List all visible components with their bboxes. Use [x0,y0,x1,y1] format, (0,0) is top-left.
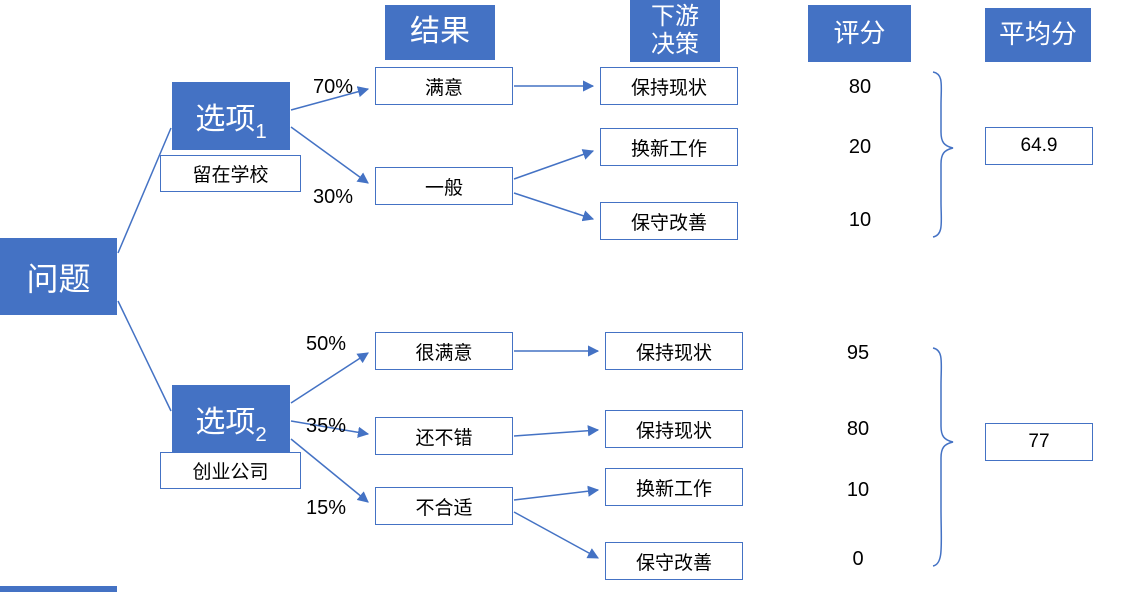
option2-decision3-box: 换新工作 [605,468,743,506]
option2-subtitle-box: 创业公司 [160,452,301,489]
header-downstream-line2: 决策 [651,31,699,58]
option2-decision2-box: 保持现状 [605,410,743,448]
option1-outcome2-label: 一般 [424,177,463,199]
option2-decision2-label: 保持现状 [635,420,712,442]
header-score: 评分 [808,5,911,62]
option2-decision4-box: 保守改善 [605,542,743,580]
option2-score1: 95 [846,342,870,364]
option1-subtitle: 留在学校 [192,165,269,186]
option1-score2: 20 [848,136,872,158]
option2-decision4-label: 保守改善 [635,552,712,574]
option2-outcome1-label: 很满意 [415,342,473,364]
option1-decision2-label: 换新工作 [630,138,707,160]
option2-decision1-box: 保持现状 [605,332,743,370]
header-average-label: 平均分 [998,19,1077,50]
option1-branch1-probability: 70% [313,76,354,98]
option1-subtitle-box: 留在学校 [160,155,301,192]
option1-average-value: 64.9 [1020,135,1058,156]
option2-outcome1-box: 很满意 [375,332,513,370]
option2-outcome3-box: 不合适 [375,487,513,525]
header-downstream-line1: 下游 [651,3,699,31]
option2-average-box: 77 [985,423,1093,461]
option1-decision1-label: 保持现状 [630,77,707,99]
option2-branch1-probability: 50% [306,333,347,355]
option1-outcome1-label: 满意 [424,77,463,99]
option2-decision3-label: 换新工作 [635,478,712,500]
option2-outcome2-label: 还不错 [415,427,473,449]
header-result-label: 结果 [410,15,470,49]
option2-title: 选项 [195,406,256,439]
option1-score3: 10 [848,209,872,231]
option1-outcome1-box: 满意 [375,67,513,105]
clipped-node-bottom [0,586,117,592]
option2-outcome2-box: 还不错 [375,417,513,455]
option2-branch3-probability: 15% [306,497,347,519]
connector-outcome3-decision4b [513,511,599,559]
option1-decision3-box: 保守改善 [600,202,738,240]
root-node: 问题 [0,238,117,315]
option1-outcome2-box: 一般 [375,167,513,205]
connector-option2-outcome1 [290,352,369,404]
option2-score3: 10 [846,479,870,501]
option2-branch2-probability: 35% [306,415,347,437]
brace-option1 [932,71,954,238]
option1-decision3-label: 保守改善 [630,212,707,234]
connector-option1-outcome2 [290,126,369,184]
header-score-label: 评分 [833,17,886,48]
connector-outcome2-decision3 [513,192,595,222]
connector-root-option2 [117,300,172,412]
option1-decision2-box: 换新工作 [600,128,738,166]
option2-number: 2 [255,424,267,446]
connector-root-option1 [117,127,172,254]
connector-option2-outcome2 [290,420,370,438]
option2-score2: 80 [846,418,870,440]
option2-outcome3-label: 不合适 [415,497,473,519]
connector-outcome3-decision3b [513,485,600,501]
option2-average-value: 77 [1028,431,1050,452]
connector-option2-outcome3 [290,438,369,503]
connector-option1-outcome1 [290,86,370,111]
option1-branch2-probability: 30% [313,186,354,208]
header-result: 结果 [385,5,495,60]
brace-option2 [932,347,954,567]
connector-outcome2-decision2b [513,425,600,437]
option1-title: 选项 [195,103,256,136]
header-downstream-decision: 下游 决策 [630,0,720,62]
connector-outcome2-decision2 [513,149,595,180]
option2-decision1-label: 保持现状 [635,342,712,364]
header-average: 平均分 [985,8,1091,62]
option1-average-box: 64.9 [985,127,1093,165]
option1-number: 1 [255,121,267,143]
option1-score1: 80 [848,76,872,98]
root-node-label: 问题 [26,260,91,297]
option2-score4: 0 [852,548,864,570]
option1-decision1-box: 保持现状 [600,67,738,105]
option2-subtitle: 创业公司 [192,462,269,483]
